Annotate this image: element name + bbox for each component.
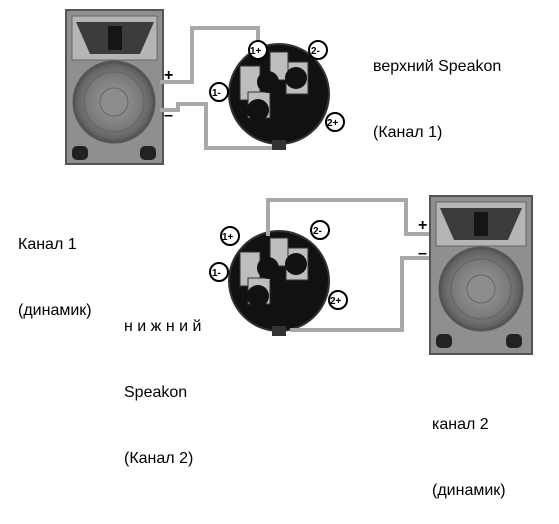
svg-text:2+: 2+ bbox=[330, 296, 342, 307]
bottom-pin-markers: 1+ 2- 1- 2+ bbox=[209, 220, 348, 310]
svg-text:2-: 2- bbox=[311, 46, 320, 57]
channel1-speaker-label-line1: Канал 1 bbox=[18, 236, 77, 253]
svg-text:2+: 2+ bbox=[327, 118, 339, 129]
top-wires bbox=[160, 26, 272, 150]
top-pin-markers: 1+ 2- 1- 2+ bbox=[209, 40, 345, 132]
channel2-speaker-label-line2: (динамик) bbox=[432, 482, 506, 499]
channel1-speaker-label-line2: (динамик) bbox=[18, 302, 92, 319]
svg-text:1+: 1+ bbox=[222, 232, 234, 243]
bottom-wires bbox=[266, 198, 432, 332]
top-speakon-connector bbox=[228, 43, 330, 150]
channel2-speaker-label-line1: канал 2 bbox=[432, 416, 489, 433]
channel2-speaker-label: канал 2 (динамик) bbox=[432, 370, 506, 524]
channel1-speaker-cabinet bbox=[65, 9, 164, 165]
channel2-plus-terminal: + bbox=[418, 217, 427, 234]
channel1-speaker-label: Канал 1 (динамик) bbox=[18, 190, 92, 344]
svg-text:1-: 1- bbox=[212, 88, 221, 99]
channel2-speaker-cabinet bbox=[429, 195, 533, 355]
svg-text:1+: 1+ bbox=[250, 46, 262, 57]
top-speakon-label-line2: (Канал 1) bbox=[373, 124, 443, 141]
channel2-minus-terminal: – bbox=[418, 245, 427, 262]
channel1-minus-terminal: – bbox=[164, 107, 173, 124]
bottom-speakon-label-line1: н и ж н и й bbox=[124, 318, 202, 335]
top-speakon-label: верхний Speakon (Канал 1) bbox=[373, 12, 501, 166]
wiring-diagram: + – 1+ 2- 1- 2+ bbox=[65, 9, 533, 355]
bottom-speakon-connector bbox=[228, 230, 330, 336]
svg-text:2-: 2- bbox=[313, 226, 322, 237]
bottom-speakon-label: н и ж н и й Speakon (Канал 2) bbox=[124, 272, 201, 492]
channel1-plus-terminal: + bbox=[164, 67, 173, 84]
top-speakon-label-line1: верхний Speakon bbox=[373, 58, 502, 75]
svg-text:1-: 1- bbox=[212, 268, 221, 279]
bottom-speakon-label-line2: Speakon bbox=[124, 384, 188, 401]
bottom-speakon-label-line3: (Канал 2) bbox=[124, 450, 194, 467]
